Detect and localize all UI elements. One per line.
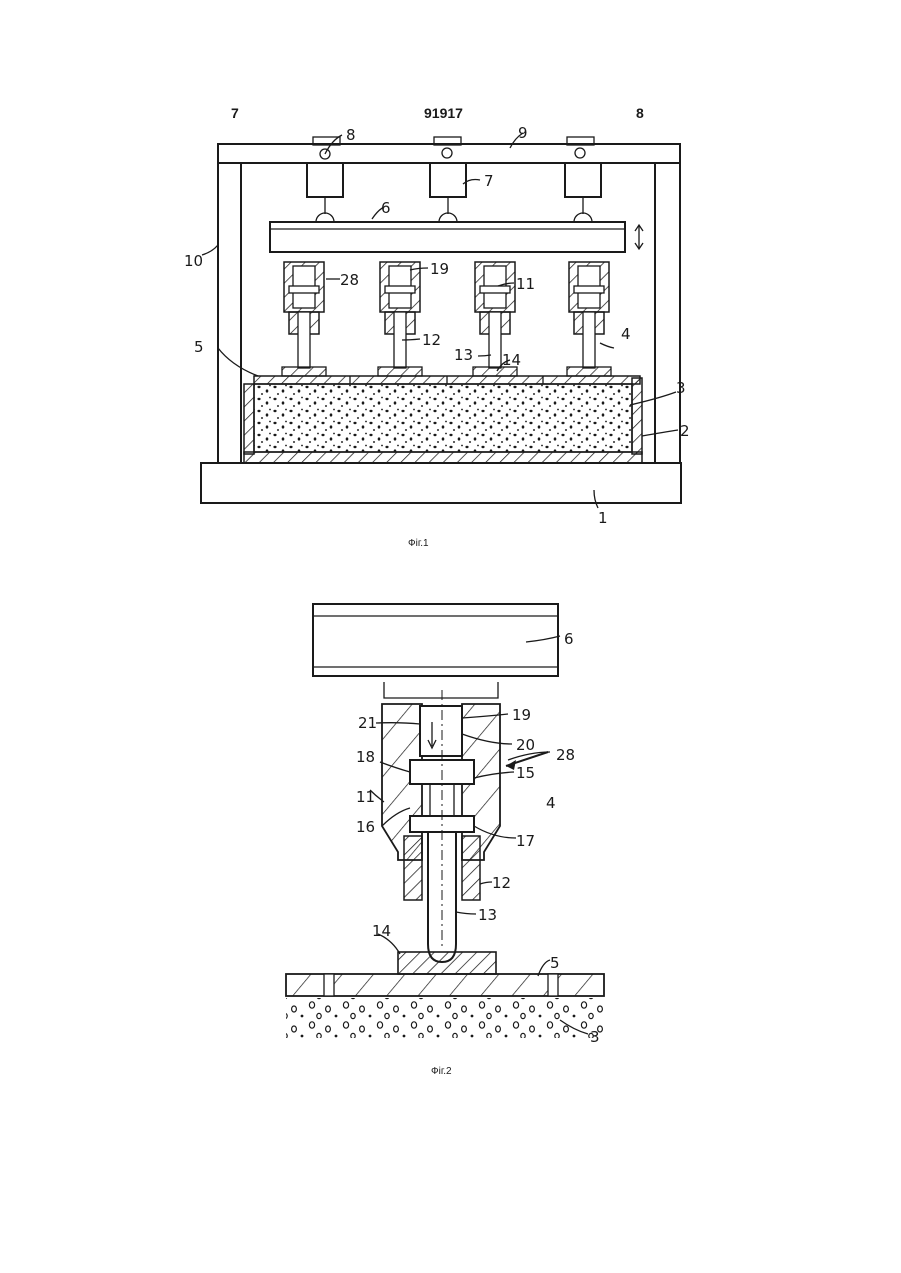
label-4: 4	[546, 794, 556, 812]
label-3: 3	[590, 1028, 600, 1046]
base-1	[201, 463, 681, 503]
label-20: 20	[516, 736, 535, 754]
label-6: 6	[381, 199, 391, 217]
figure-2: 6 21 19 20 28 18 15 11 4 16 17 12 13 14 …	[286, 604, 604, 1046]
mould-2	[244, 384, 254, 454]
label-18: 18	[356, 748, 375, 766]
label-15: 15	[516, 764, 535, 782]
label-1: 1	[598, 509, 608, 527]
label-6: 6	[564, 630, 574, 648]
label-19: 19	[512, 706, 531, 724]
label-11: 11	[356, 788, 375, 806]
plate-6-detail	[313, 604, 558, 676]
concrete-mix-3	[254, 384, 632, 452]
figure-1: 8 9 7 6 10 28 19 11 5 12 13 14 4 3 2 1	[184, 124, 690, 527]
label-28: 28	[556, 746, 575, 764]
label-28: 28	[340, 271, 359, 289]
figure-2-caption: Фіг.2	[431, 1066, 452, 1077]
label-19: 19	[430, 260, 449, 278]
plate-6	[270, 222, 625, 252]
label-12: 12	[492, 874, 511, 892]
label-5: 5	[550, 954, 560, 972]
label-21: 21	[358, 714, 377, 732]
label-13: 13	[454, 346, 473, 364]
label-9: 9	[518, 124, 528, 142]
label-10: 10	[184, 252, 203, 270]
cylinders-7	[307, 163, 601, 222]
label-4: 4	[621, 325, 631, 343]
figure-1-caption: Фіг.1	[408, 538, 429, 549]
label-5: 5	[194, 338, 204, 356]
label-14: 14	[372, 922, 391, 940]
top-beam-9	[218, 144, 680, 163]
label-13: 13	[478, 906, 497, 924]
label-11: 11	[516, 275, 535, 293]
label-12: 12	[422, 331, 441, 349]
label-3: 3	[676, 379, 686, 397]
label-14: 14	[502, 351, 521, 369]
pad-14	[398, 952, 496, 974]
label-8: 8	[346, 126, 356, 144]
label-16: 16	[356, 818, 375, 836]
sleeve-12	[404, 836, 422, 900]
label-17: 17	[516, 832, 535, 850]
label-7: 7	[484, 172, 494, 190]
label-2: 2	[680, 422, 690, 440]
concrete-mix-3-detail	[286, 998, 604, 1038]
